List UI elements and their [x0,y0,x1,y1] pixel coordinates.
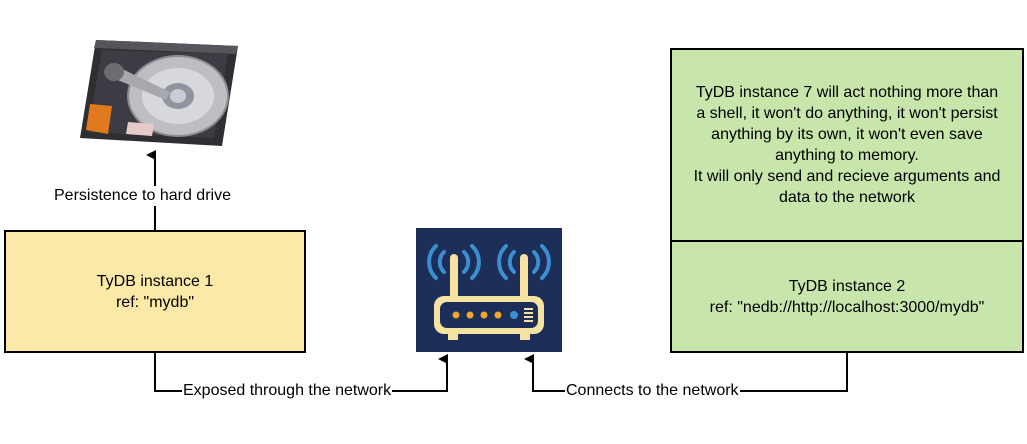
hard-drive-icon [72,34,242,152]
instance7-box: TyDB instance 7 will act nothing more th… [670,48,1024,242]
persistence-label: Persistence to hard drive [53,186,232,206]
exposed-label: Exposed through the network [182,381,393,401]
instance1-ref: ref: "mydb" [115,293,195,311]
instance7-description: TyDB instance 7 will act nothing more th… [693,84,1001,206]
connects-label: Connects to the network [565,381,740,401]
instance2-ref: ref: "nedb://http://localhost:3000/mydb" [709,298,985,316]
instance2-box: TyDB instance 2 ref: "nedb://http://loca… [670,240,1024,353]
instance1-box: TyDB instance 1 ref: "mydb" [4,230,306,353]
wifi-router-icon [416,228,562,352]
instance2-title: TyDB instance 2 [788,277,906,295]
instance1-title: TyDB instance 1 [96,272,214,290]
